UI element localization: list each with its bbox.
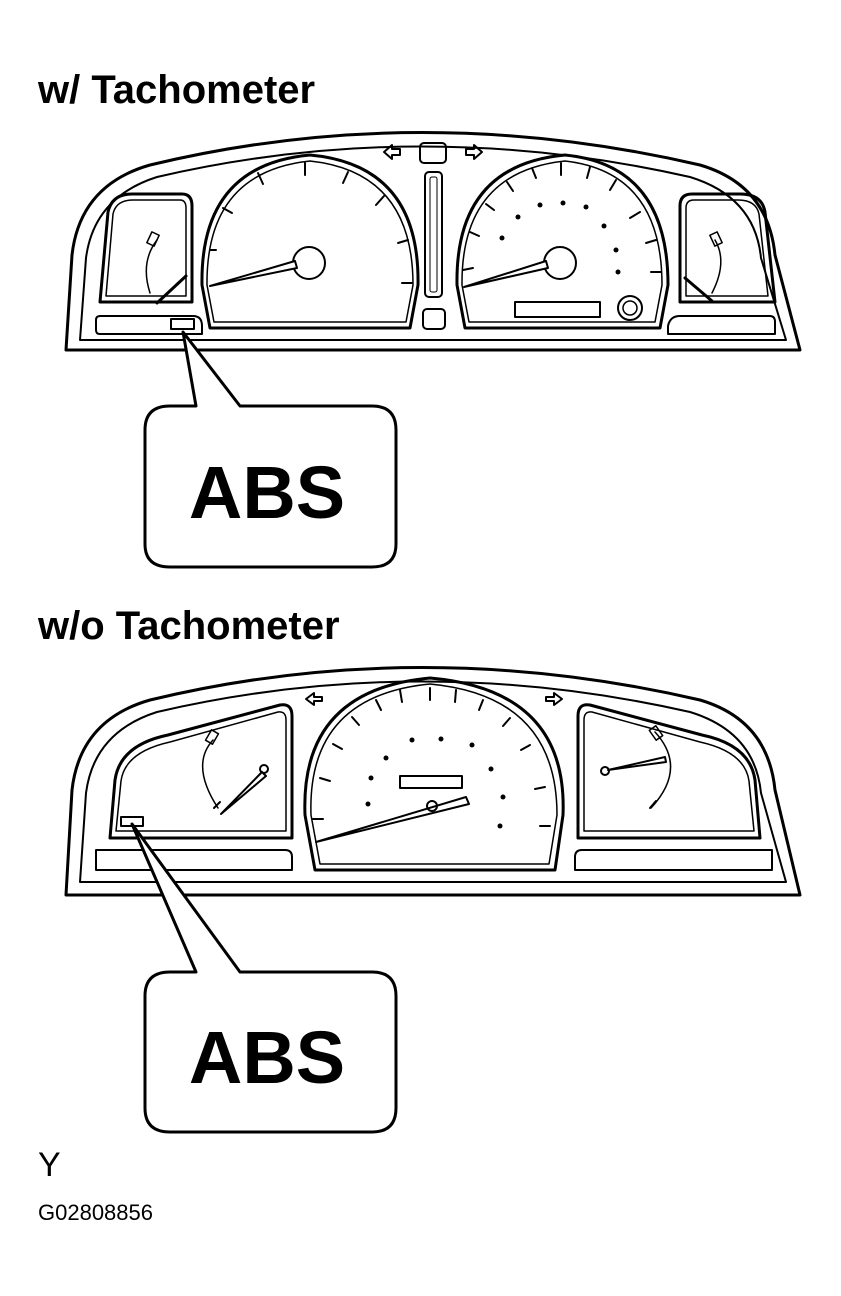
tachometer	[455, 153, 670, 330]
fuel-gauge	[98, 192, 194, 305]
abs-callout-label: ABS	[189, 1016, 345, 1099]
figure-code: G02808856	[38, 1200, 153, 1225]
center-indicator-column	[383, 142, 483, 330]
section-title-with-tachometer: w/ Tachometer	[38, 68, 316, 112]
instrument-cluster-without-tachometer	[64, 666, 802, 897]
instrument-cluster-with-tachometer	[64, 131, 802, 352]
fuel-gauge	[108, 703, 294, 840]
section-title-without-tachometer: w/o Tachometer	[38, 604, 340, 648]
abs-callout-label: ABS	[189, 451, 345, 534]
temperature-gauge	[678, 192, 777, 304]
abs-callout-with-tachometer	[143, 330, 398, 569]
speedometer	[303, 676, 565, 872]
abs-warning-light	[170, 318, 195, 330]
abs-callout-without-tachometer	[130, 822, 398, 1134]
temperature-gauge	[576, 703, 762, 840]
figure-letter: Y	[38, 1146, 61, 1184]
speedometer	[200, 153, 420, 330]
